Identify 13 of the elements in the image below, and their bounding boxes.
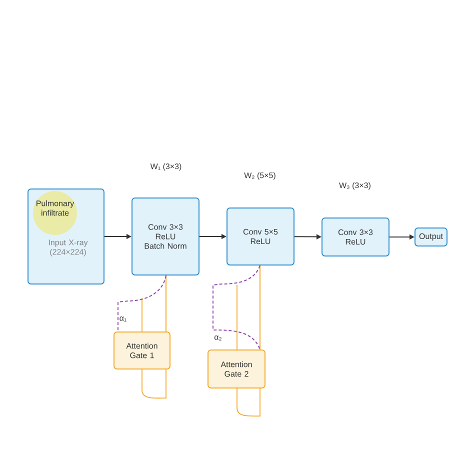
attention-gate-box: Attention Gate 1: [114, 332, 170, 370]
alpha-label: α₁: [120, 316, 126, 322]
alpha-label: α₂: [214, 336, 222, 340]
attention-gate-box: Attention Gate 2: [208, 350, 266, 388]
weight-label: W₂ (5×5): [244, 172, 276, 180]
connector-line: [118, 275, 166, 332]
weight-label: W₁ (3×3): [150, 163, 182, 171]
weight-label: W₃ (3×3): [339, 182, 370, 190]
layer-box: Conv 3×3 ReLU: [322, 218, 390, 256]
layer-box: Conv 3×3 ReLU Batch Norm: [132, 198, 200, 276]
connector-line: [212, 265, 260, 350]
layer-box: Output: [414, 228, 448, 246]
layer-box: Conv 5×5 ReLU: [226, 208, 294, 266]
